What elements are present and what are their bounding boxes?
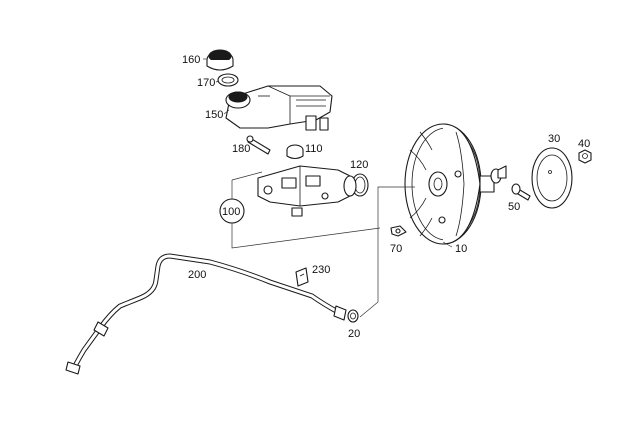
clip-230[interactable] bbox=[295, 267, 309, 287]
label-110: 110 bbox=[305, 143, 323, 155]
label-180: 180 bbox=[232, 143, 250, 155]
label-120: 120 bbox=[350, 159, 368, 171]
label-150: 150 bbox=[205, 109, 223, 121]
nut-40[interactable] bbox=[578, 149, 592, 164]
label-40: 40 bbox=[578, 138, 590, 150]
label-30: 30 bbox=[548, 133, 560, 145]
label-20: 20 bbox=[348, 328, 360, 340]
leader-10 bbox=[442, 241, 453, 248]
master-cylinder-100[interactable] bbox=[257, 165, 357, 217]
gasket-plate-30[interactable] bbox=[531, 147, 573, 209]
check-valve-20[interactable] bbox=[347, 309, 359, 323]
label-200: 200 bbox=[188, 269, 206, 281]
leader-170 bbox=[215, 80, 220, 83]
brake-booster-10[interactable] bbox=[404, 123, 507, 245]
grommet-110[interactable] bbox=[286, 144, 304, 160]
callout-circle-100 bbox=[219, 198, 245, 224]
bolt-50[interactable] bbox=[511, 183, 531, 201]
label-230: 230 bbox=[312, 264, 330, 276]
label-50: 50 bbox=[508, 201, 520, 213]
reservoir-cap-160[interactable] bbox=[206, 49, 234, 71]
vacuum-sensor-70[interactable] bbox=[390, 225, 407, 237]
label-160: 160 bbox=[182, 54, 200, 66]
seal-ring-170[interactable] bbox=[217, 73, 239, 87]
level-sensor-180[interactable] bbox=[246, 135, 271, 155]
vacuum-hose-200[interactable] bbox=[65, 253, 347, 375]
leader-150 bbox=[223, 109, 230, 115]
leader-20-path bbox=[359, 186, 415, 318]
label-100: 100 bbox=[222, 206, 240, 218]
o-ring-120[interactable] bbox=[351, 173, 369, 197]
label-170: 170 bbox=[197, 77, 215, 89]
label-70: 70 bbox=[390, 243, 402, 255]
fluid-reservoir-150[interactable] bbox=[225, 85, 333, 131]
label-10: 10 bbox=[455, 243, 467, 255]
